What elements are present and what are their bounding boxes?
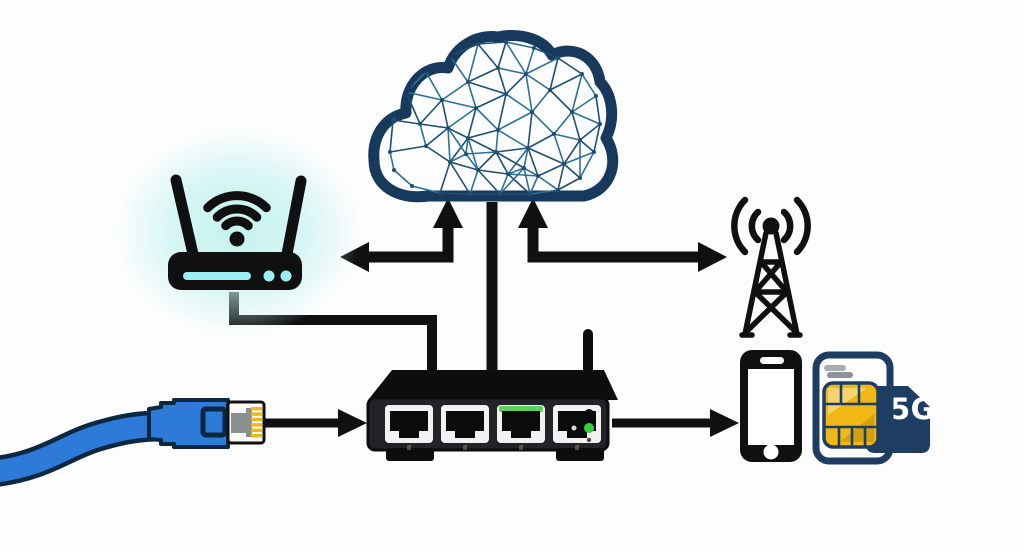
modem-switch-icon	[366, 329, 618, 461]
power-glyph	[586, 437, 592, 443]
tower-signal-waves-icon	[731, 196, 811, 256]
5g-label: 5G	[890, 392, 935, 426]
router-led	[280, 270, 292, 282]
modem-top	[368, 370, 618, 400]
arrowhead-up-icon	[518, 198, 548, 228]
connector-cloud-tower	[518, 198, 727, 272]
sim-card-body	[812, 351, 894, 465]
ethernet-cable-icon	[0, 398, 266, 487]
sim-5g-tag	[866, 386, 930, 453]
tower-lattice	[739, 230, 803, 338]
wifi-signal-icon	[203, 191, 271, 247]
cable-boot-latch	[200, 406, 228, 438]
phone-home-button	[763, 444, 779, 460]
router-status-bar	[183, 272, 251, 280]
phone-speaker	[760, 357, 784, 364]
arrowhead-right-icon	[710, 409, 739, 437]
cloud-network-icon	[368, 30, 619, 203]
modem-antenna	[583, 329, 593, 375]
wifi-router-icon	[116, 128, 360, 336]
status-led-off	[584, 409, 594, 419]
arrowhead-right-icon	[698, 242, 727, 272]
router-body	[168, 252, 302, 290]
reset-dot	[571, 425, 577, 431]
arrowhead-up-icon	[433, 198, 463, 228]
sim-chip	[822, 381, 880, 449]
ethernet-port	[385, 405, 433, 450]
cell-tower-icon	[731, 196, 811, 338]
connector-modem-phone	[612, 409, 739, 437]
modem-foot	[556, 448, 604, 461]
sim-text-line	[827, 372, 853, 378]
phone-screen	[748, 369, 794, 445]
arrowhead-right-icon	[338, 409, 367, 437]
connector-cable-modem	[258, 409, 367, 437]
sim-text-line	[824, 365, 846, 371]
ethernet-port	[497, 405, 545, 450]
modem-foot	[386, 448, 434, 461]
sim-card-icon: 5G	[812, 351, 935, 465]
active-port-indicator	[499, 406, 543, 412]
status-led-on	[584, 423, 594, 433]
router-antenna-right	[281, 175, 307, 260]
ethernet-port	[441, 405, 489, 450]
rj45-plug-icon	[226, 400, 266, 445]
router-led	[263, 270, 275, 282]
tower-antenna-dot	[762, 217, 780, 235]
smartphone-icon	[740, 350, 802, 462]
router-antenna-left	[170, 174, 199, 260]
